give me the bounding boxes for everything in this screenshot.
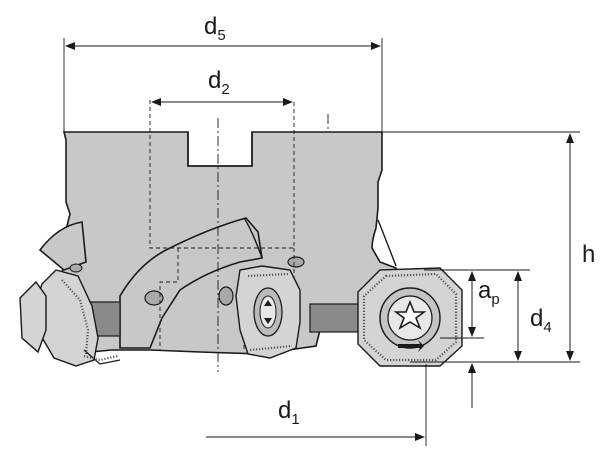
label-d4: d4 — [530, 305, 552, 336]
torx-screw-icon — [393, 299, 427, 330]
label-d5: d5 — [204, 13, 226, 44]
label-ap: ap — [478, 277, 500, 308]
left-insert — [19, 269, 121, 367]
label-d1: d1 — [278, 397, 300, 428]
label-h: h — [582, 241, 595, 268]
dimension-d5: d5 — [63, 13, 383, 132]
label-d2: d2 — [208, 67, 230, 98]
dimension-h: h — [382, 131, 595, 363]
right-insert — [357, 267, 463, 367]
middle-insert — [235, 265, 301, 359]
dimension-d1: d1 — [206, 364, 427, 446]
cutter-body — [38, 131, 398, 355]
dimension-d2: d2 — [151, 67, 293, 106]
dimension-ap: ap — [440, 271, 500, 408]
dimension-d4: d4 — [424, 269, 552, 361]
